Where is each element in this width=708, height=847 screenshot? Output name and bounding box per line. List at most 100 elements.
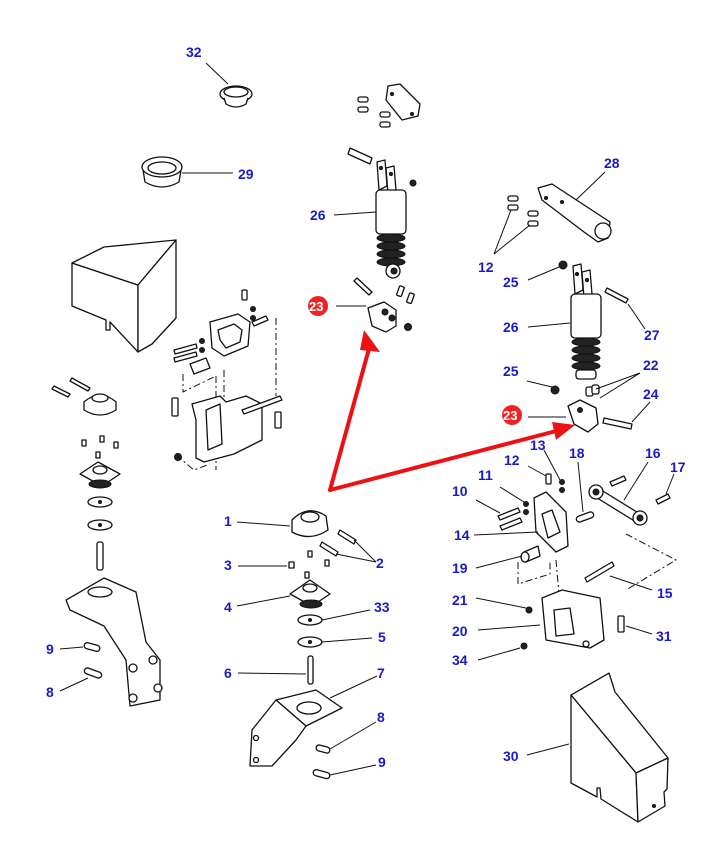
nuts-13[interactable] [559,479,565,493]
callout-15: 15 [657,585,673,601]
shock-absorber-right-part[interactable] [570,263,602,380]
leader-line [599,372,641,399]
callout-10: 10 [452,483,468,499]
callout-9-left: 8 [46,684,54,700]
callout-23-right: 23 [503,408,517,423]
bolt-15[interactable] [584,561,615,583]
callout-25-lower: 25 [503,363,519,379]
bolts-10[interactable] [497,507,523,531]
callout-17: 17 [670,459,686,475]
leader-line [493,209,512,255]
highlight-badge-23-right[interactable]: 23 [502,405,522,425]
callout-32: 32 [186,44,202,60]
leader-line [321,609,371,621]
cap-plug-part[interactable] [219,85,253,108]
leader-line [475,499,501,514]
pin-24[interactable] [602,417,633,430]
callout-19: 19 [452,560,468,576]
bolts-12 [507,195,539,227]
callout-14: 14 [454,527,470,543]
callout-27: 27 [644,327,660,343]
leader-line [609,575,653,591]
callout-1: 1 [224,513,232,529]
leader-line [527,322,571,328]
pins [353,277,415,331]
link-rod-16[interactable] [588,475,648,526]
screws-3[interactable] [288,550,330,579]
leader-line [329,764,377,776]
left-mount-stack[interactable] [51,377,121,571]
washer-33[interactable] [297,614,323,626]
nut-25-lower[interactable] [550,385,560,395]
nuts-11[interactable] [523,501,529,515]
top-plate[interactable] [385,83,421,121]
rubber-mount-1[interactable] [291,510,329,538]
leader-line [329,721,377,750]
callout-21: 21 [452,592,468,608]
leader-line [473,531,539,536]
leader-line [527,465,547,477]
pin-18[interactable] [575,511,595,523]
leader-line [477,624,541,631]
leader-line [353,539,377,563]
leader-line [329,675,378,699]
leader-line [236,595,291,607]
callout-11: 11 [478,467,493,483]
callout-12-lower: 12 [504,452,520,468]
mounting-bracket-7[interactable] [249,689,343,767]
upper-arm-part[interactable] [537,183,612,243]
leader-line [321,637,373,643]
cover-panel-left[interactable] [71,239,177,353]
leader-line [665,473,675,495]
leader-line [59,677,89,692]
bolt-31[interactable] [617,615,625,633]
bushings-22[interactable] [585,384,600,397]
bolt-9-center[interactable] [312,769,331,780]
leader-line [475,555,523,569]
leader-line [499,486,525,503]
guide-dashes [625,533,678,591]
lower-bracket-right-part[interactable] [567,399,599,433]
highlight-badge-23-left[interactable]: 23 [308,296,328,316]
rubber-mount-4[interactable] [289,579,331,609]
left-bracket-part[interactable] [65,577,163,707]
bolt-6[interactable] [307,655,314,685]
leader-line [493,224,531,255]
bolt-8-center[interactable] [315,744,331,754]
leader-line [623,461,649,501]
callout-6: 6 [224,665,232,681]
leader-line [575,171,606,201]
callout-8-center: 8 [377,709,385,725]
bushing-cup-part[interactable] [141,156,183,188]
leader-line [333,211,377,216]
cover-panel-30[interactable] [570,672,669,823]
bracket-14[interactable] [533,491,569,553]
mount-bracket-assembly[interactable] [171,289,283,471]
nut-34[interactable] [520,642,528,650]
callout-25-upper: 25 [503,274,519,290]
callout-2: 2 [376,555,384,571]
lower-bracket-left-part[interactable] [367,301,397,333]
washer-5[interactable] [297,636,323,648]
bolts-2[interactable] [319,529,357,557]
bolt-8-left[interactable] [83,642,101,652]
leader-line [237,672,307,675]
pin-17[interactable] [655,493,671,505]
bolts [357,96,391,128]
callout-9-center: 9 [378,754,386,770]
guide-dashes [517,560,551,585]
pin-27[interactable] [604,287,629,304]
leader-line [627,303,646,330]
shock-absorber-left-part[interactable] [347,147,417,279]
nut-25-upper[interactable] [558,260,568,270]
nut-21[interactable] [525,606,533,614]
screw-12[interactable] [545,473,552,485]
leader-line [236,521,291,527]
base-bracket-20[interactable] [541,589,605,649]
spacer-19[interactable] [520,545,541,563]
bolt-9-left[interactable] [83,667,103,679]
coil-spring [571,337,601,371]
callout-7: 7 [377,665,385,681]
callout-28: 28 [604,155,620,171]
